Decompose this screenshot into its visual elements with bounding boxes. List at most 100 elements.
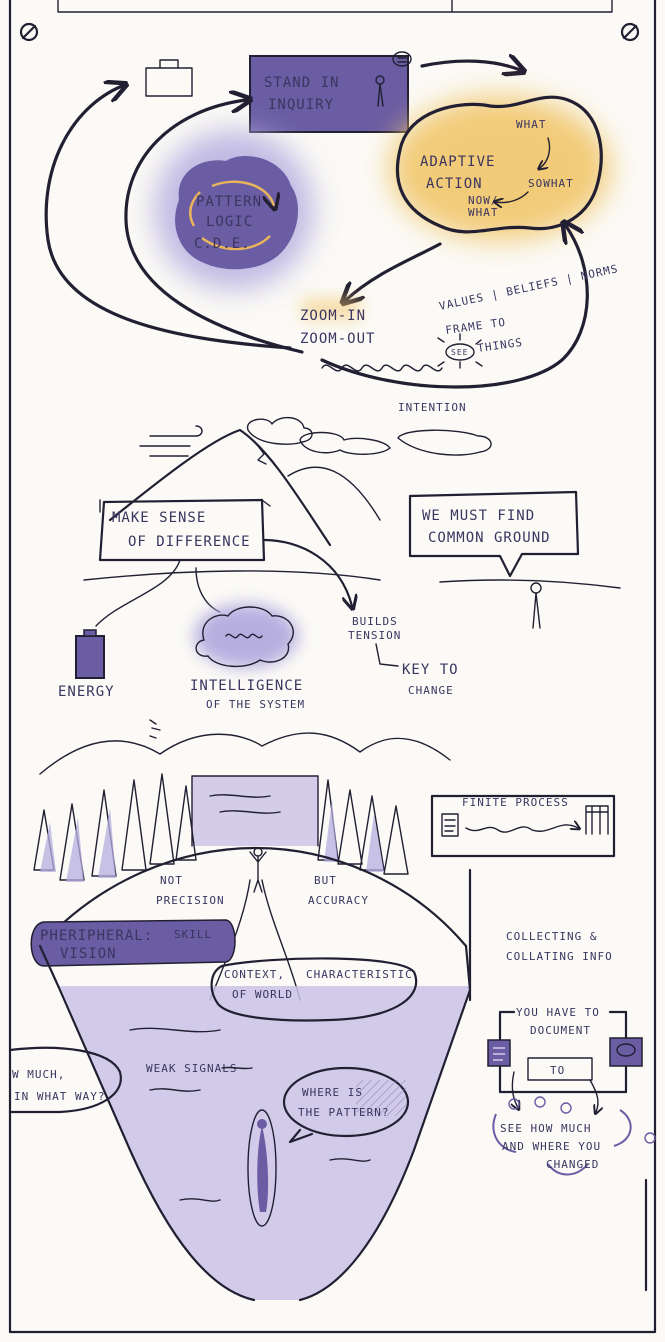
- person-arms-up-icon: [249, 847, 267, 893]
- common-ground-line2: COMMON GROUND: [428, 530, 551, 546]
- context-label: CONTEXT,: [224, 968, 285, 981]
- peripheral-vision: VISION: [60, 946, 117, 962]
- corner-mark-right-icon: [620, 22, 640, 42]
- lake-shape: [192, 776, 318, 846]
- peripheral-label: PHERIPHERAL:: [40, 928, 153, 944]
- notes-icon: [487, 1039, 511, 1067]
- finite-process-box: FINITE PROCESS: [430, 794, 616, 858]
- see-eye-icon: [445, 343, 475, 361]
- speech-bubble-icon: [392, 51, 412, 67]
- person-icon: [375, 75, 385, 107]
- loop-arrow-left: [44, 86, 292, 350]
- adaptive-action-line2: ACTION: [426, 176, 483, 192]
- zoom-in-label: ZOOM-IN: [300, 308, 366, 324]
- see-label: SEE: [451, 348, 468, 357]
- bottom-section: NOT PRECISION BUT ACCURACY FINITE PROCES…: [8, 719, 656, 1302]
- now-what-line1: NOW/: [468, 194, 499, 207]
- pattern-logic-line2: LOGIC: [206, 214, 253, 230]
- key-to-change-line2: CHANGE: [408, 684, 454, 697]
- adaptive-action-blob: ADAPTIVE ACTION WHAT SOWHAT NOW/ WHAT: [390, 95, 610, 240]
- see-how-much-line3: CHANGED: [546, 1158, 599, 1171]
- but-accuracy-line1: BUT: [314, 874, 337, 887]
- energy-label: ENERGY: [58, 684, 115, 700]
- of-world-label: OF WORLD: [232, 988, 293, 1001]
- zoom-labels: ZOOM-IN ZOOM-OUT: [300, 298, 375, 347]
- where-pattern-bubble: WHERE IS THE PATTERN?: [282, 1066, 410, 1144]
- but-accuracy-line2: ACCURACY: [308, 894, 369, 907]
- chat-icon: [609, 1037, 643, 1067]
- mountain-range: [39, 732, 451, 775]
- zoom-out-label: ZOOM-OUT: [300, 331, 375, 347]
- arrow-to-adaptive-action: [420, 61, 520, 70]
- stand-in-inquiry-line2: INQUIRY: [268, 97, 334, 113]
- peripheral-pill: PHERIPHERAL: SKILL VISION: [30, 919, 236, 967]
- peripheral-skill: SKILL: [174, 928, 212, 941]
- context-bubble: CONTEXT, CHARACTERISTIC OF WORLD: [210, 957, 418, 1022]
- make-sense-line1: MAKE SENSE: [112, 510, 206, 526]
- intention-squiggle: [321, 364, 443, 372]
- arrow-to-builds-tension: [262, 538, 352, 606]
- what-label: WHAT: [516, 118, 547, 131]
- stand-in-inquiry-line1: STAND IN: [264, 75, 339, 91]
- so-what-label: SOWHAT: [528, 177, 574, 190]
- collecting-line2: COLLATING INFO: [506, 950, 613, 963]
- pattern-logic-line3: C.D.E.: [194, 236, 251, 252]
- where-pattern-line1: WHERE IS: [302, 1086, 363, 1099]
- briefcase-icon: [145, 59, 193, 97]
- arrow-to-zoom: [346, 242, 442, 300]
- frame-line2: THINGS: [477, 336, 524, 355]
- cloud-icon: [247, 417, 313, 445]
- now-what-line2: WHAT: [468, 206, 499, 219]
- not-precision-line2: PRECISION: [156, 894, 225, 907]
- what-to-sowhat-arrow: [540, 137, 551, 168]
- intelligence-line2: OF THE SYSTEM: [206, 698, 305, 711]
- loop-arrow-inner: [124, 100, 304, 354]
- intelligence-line1: INTELLIGENCE: [190, 678, 303, 694]
- page-frame: [8, 0, 657, 1334]
- intelligence-cloud-icon: [194, 604, 298, 668]
- adaptive-action-line1: ADAPTIVE: [420, 154, 495, 170]
- see-how-much-line1: SEE HOW MUCH: [500, 1122, 591, 1135]
- document-box: YOU HAVE TO DOCUMENT TO: [487, 1006, 643, 1112]
- values-label: VALUES | BELIEFS | NORMS: [438, 262, 620, 313]
- builds-tension-line2: TENSION: [348, 629, 401, 642]
- make-sense-line2: OF DIFFERENCE: [128, 534, 251, 550]
- sowhat-to-nowwhat-arrow: [496, 191, 529, 203]
- stand-in-inquiry-box: STAND IN INQUIRY: [249, 51, 412, 133]
- to-label: TO: [550, 1064, 565, 1077]
- loop-arrow-right: [320, 226, 589, 389]
- figure-in-river-icon: [247, 1109, 277, 1227]
- frame-line1: FRAME TO: [445, 316, 507, 337]
- characteristic-label: CHARACTERISTIC: [306, 968, 413, 981]
- see-how-much-line2: AND WHERE YOU: [502, 1140, 601, 1153]
- make-sense-box: MAKE SENSE OF DIFFERENCE: [98, 498, 271, 562]
- middle-section: MAKE SENSE OF DIFFERENCE WE MUST FIND CO…: [58, 417, 621, 711]
- pattern-logic-line1: PATTERN: [196, 194, 262, 210]
- forest-right: [317, 779, 409, 875]
- key-to-change-line1: KEY TO: [402, 662, 459, 678]
- document-label: DOCUMENT: [530, 1024, 591, 1037]
- values-frame-notes: VALUES | BELIEFS | NORMS FRAME TO THINGS…: [437, 262, 620, 369]
- how-much-bubble: W MUCH, IN WHAT WAY?: [8, 1046, 122, 1114]
- corner-mark-left-icon: [19, 22, 39, 42]
- finish-gate-icon: [585, 805, 609, 835]
- wind-icon: [139, 425, 203, 457]
- weak-signals-label: WEAK SIGNALS: [146, 1062, 237, 1075]
- top-section: STAND IN INQUIRY ADAPTIVE ACTION WHAT SO…: [44, 51, 620, 414]
- person-standing-icon: [530, 582, 542, 629]
- how-much-line2: IN WHAT WAY?: [14, 1090, 105, 1103]
- where-pattern-line2: THE PATTERN?: [298, 1106, 389, 1119]
- collecting-line1: COLLECTING &: [506, 930, 597, 943]
- common-ground-line1: WE MUST FIND: [422, 508, 535, 524]
- see-how-much-note: SEE HOW MUCH AND WHERE YOU CHANGED: [492, 1096, 656, 1176]
- battery-icon: [75, 629, 105, 679]
- forest-left: [33, 773, 197, 882]
- finite-process-label: FINITE PROCESS: [462, 796, 569, 809]
- you-have-to-label: YOU HAVE TO: [516, 1006, 600, 1019]
- pattern-logic-cloud: PATTERN LOGIC C.D.E.: [154, 130, 314, 290]
- not-precision-line1: NOT: [160, 874, 183, 887]
- document-icon: [441, 813, 459, 837]
- builds-tension-line1: BUILDS: [352, 615, 398, 628]
